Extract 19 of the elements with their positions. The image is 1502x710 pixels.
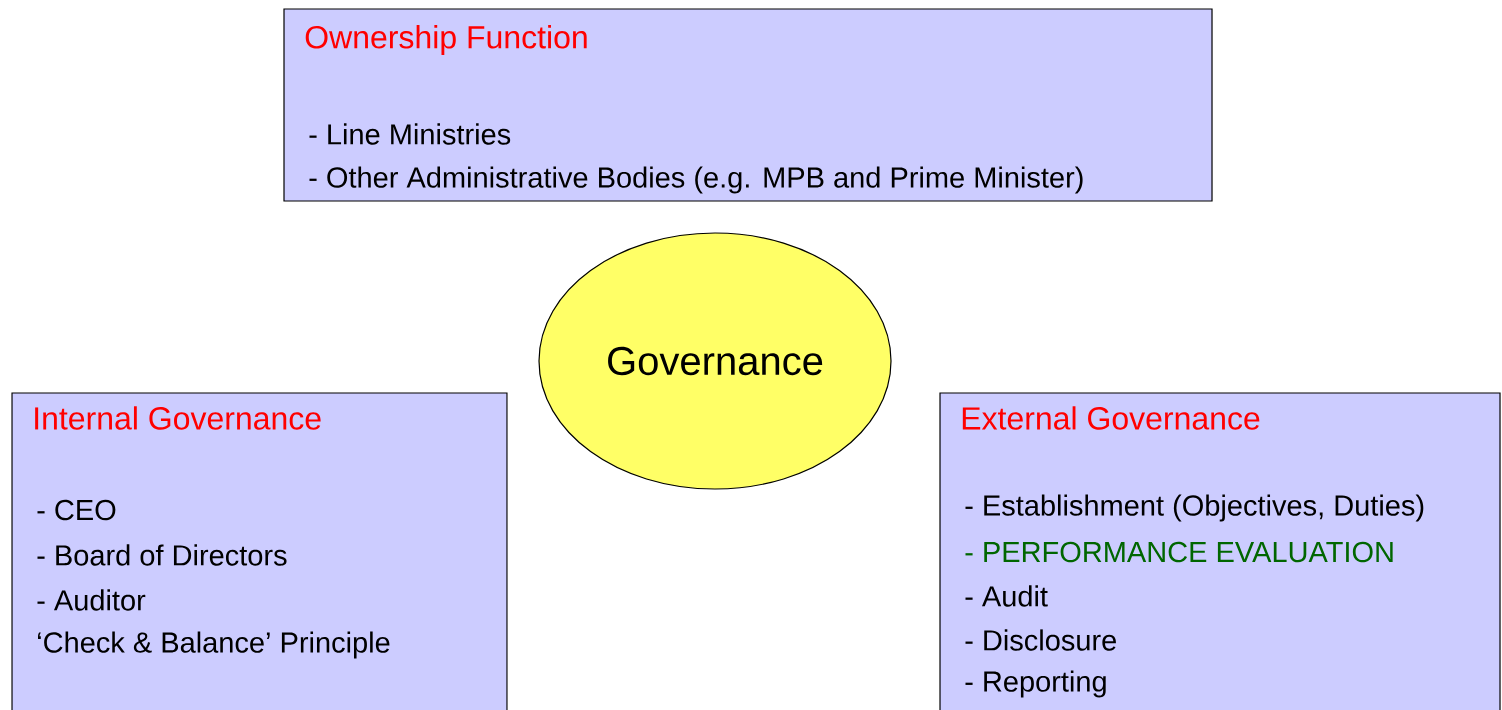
list-item: - Other Administrative Bodies (e.g. MPB and Prime Minister) (309, 166, 1083, 194)
list-item: - Reporting (965, 670, 1106, 698)
list-item: - Disclosure (965, 629, 1116, 651)
text-box (11, 392, 508, 710)
ellipse-label: Governance (608, 346, 823, 376)
list-item: - Board of Directors (37, 544, 287, 566)
list-item: - Line Ministries (309, 123, 511, 145)
text-box (939, 392, 1501, 710)
list-item: - Audit (965, 585, 1048, 607)
list-item: ‘Check & Balance’ Principle (38, 631, 390, 659)
box-heading: Internal Governance (35, 406, 321, 430)
list-item: - CEO (37, 499, 116, 521)
list-item: - Auditor (37, 589, 146, 611)
box-heading: External Governance (962, 406, 1260, 430)
list-item: - PERFORMANCE EVALUATION (965, 541, 1393, 563)
box-heading: Ownership Function (305, 25, 587, 55)
text-box (283, 8, 1213, 202)
ellipse (538, 232, 892, 490)
list-item: - Establishment (Objectives, Duties) (965, 494, 1424, 522)
